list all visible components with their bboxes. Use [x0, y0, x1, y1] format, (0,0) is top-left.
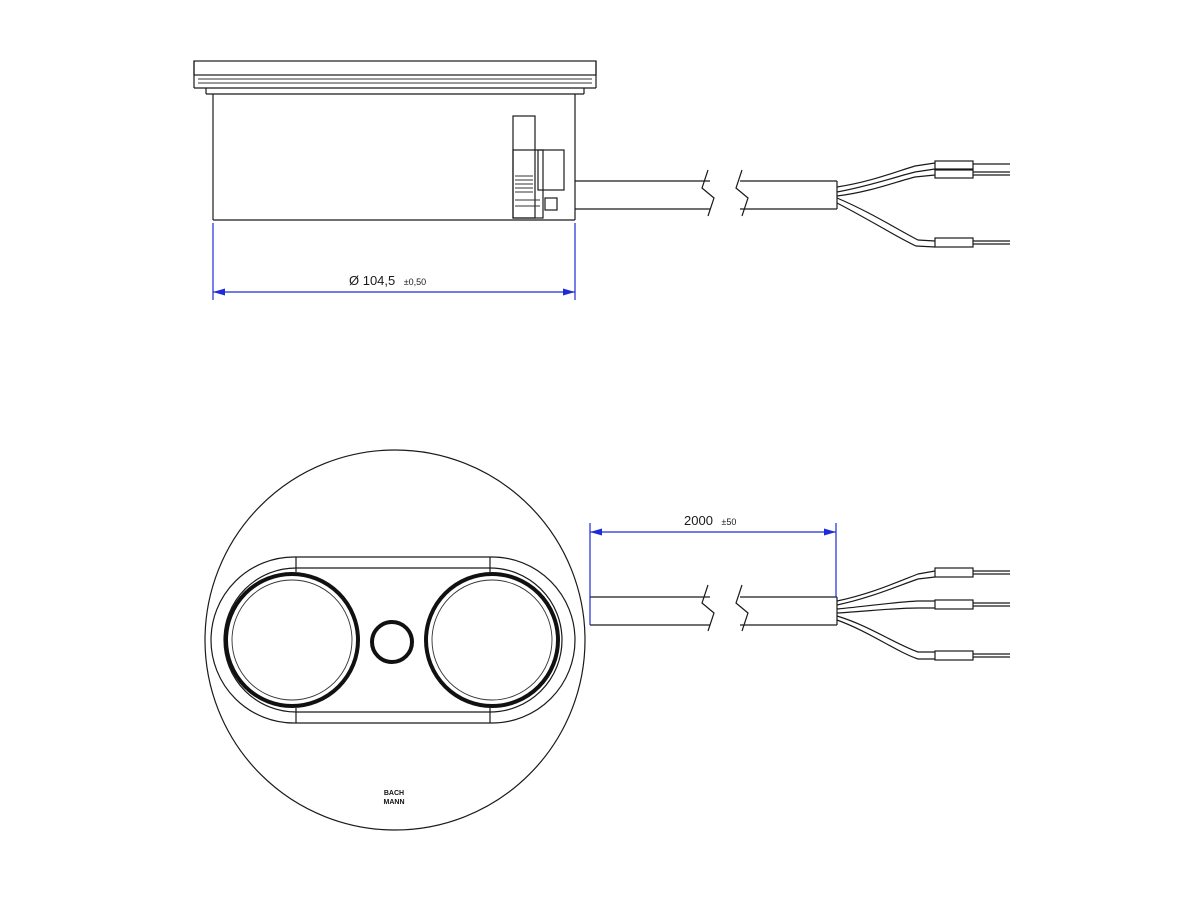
diameter-tolerance: ±0,50 [404, 277, 426, 287]
socket-frame [210, 556, 576, 724]
product-mark-line2: MANN [384, 799, 405, 806]
socket-right [424, 572, 560, 708]
cable-length-dimension: 2000 ±50 [589, 512, 837, 625]
product-mark: BACH MANN [384, 790, 405, 806]
cable-length-value: 2000 [684, 513, 713, 528]
wires-side [836, 160, 1010, 248]
diameter-value-label: Ø 104,5 ±0,50 [349, 272, 426, 289]
center-indicator [370, 620, 414, 664]
housing-body [212, 94, 576, 221]
diameter-value: Ø 104,5 [349, 273, 395, 288]
side-view: Ø 104,5 ±0,50 [193, 60, 1010, 300]
flange [193, 60, 597, 95]
terminal-block [512, 115, 565, 219]
cover-disc [204, 449, 586, 831]
wires-top [836, 567, 1010, 661]
socket-left [224, 572, 360, 708]
cable-top [590, 584, 838, 632]
cable-length-value-label: 2000 ±50 [684, 512, 736, 529]
top-view: BACH MANN [204, 449, 1010, 831]
cable-side [575, 169, 838, 217]
cable-length-tolerance: ±50 [721, 517, 736, 527]
diameter-dimension: Ø 104,5 ±0,50 [212, 223, 576, 300]
product-mark-line1: BACH [384, 790, 404, 797]
